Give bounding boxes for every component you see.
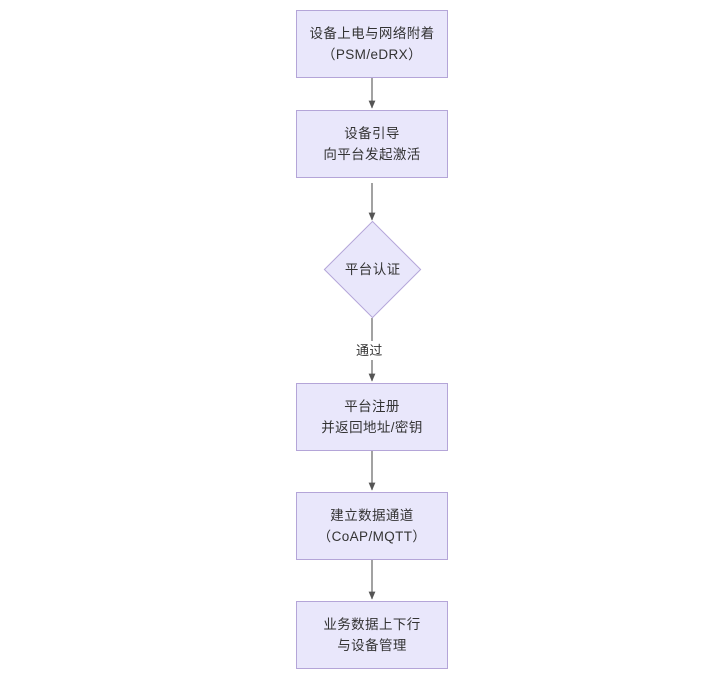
flow-node-power-on[interactable]: 设备上电与网络附着 （PSM/eDRX） (296, 10, 448, 78)
flow-node-service-data[interactable]: 业务数据上下行 与设备管理 (296, 601, 448, 669)
flow-node-power-on-label: 设备上电与网络附着 （PSM/eDRX） (309, 26, 435, 62)
flow-node-device-bootstrap[interactable]: 设备引导 向平台发起激活 (296, 110, 448, 178)
flow-node-service-data-label: 业务数据上下行 与设备管理 (323, 617, 421, 653)
flow-node-platform-register[interactable]: 平台注册 并返回地址/密钥 (296, 383, 448, 451)
edge-label-pass: 通过 (353, 341, 386, 360)
flow-node-data-channel-label: 建立数据通道 （CoAP/MQTT） (317, 508, 427, 544)
flow-node-data-channel[interactable]: 建立数据通道 （CoAP/MQTT） (296, 492, 448, 560)
flow-node-device-bootstrap-label: 设备引导 向平台发起激活 (323, 126, 421, 162)
flow-node-platform-register-label: 平台注册 并返回地址/密钥 (321, 399, 423, 435)
flow-node-platform-auth-label: 平台认证 (344, 261, 401, 277)
